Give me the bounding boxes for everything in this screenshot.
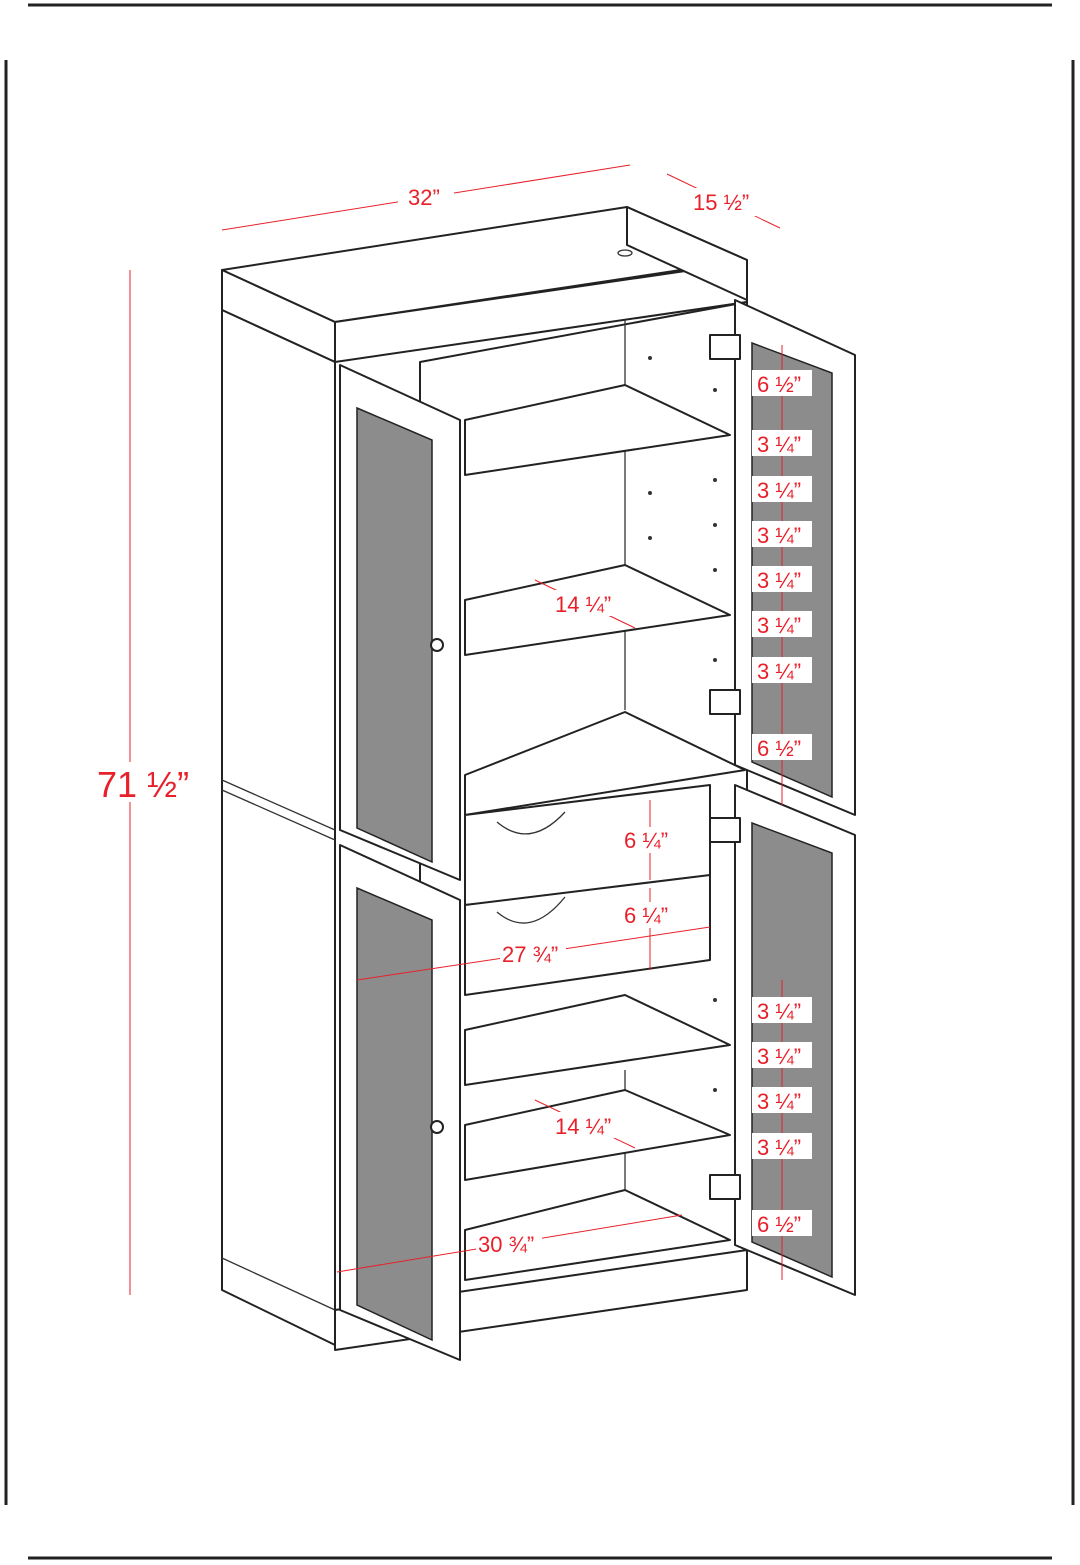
lower-shelf-depth-label: 14 ¼” bbox=[555, 1114, 611, 1139]
page-frame bbox=[4, 3, 1075, 1560]
dimension-labels: 32” 15 ½” 71 ½” 6 ½” 3 ¼” 3 ¼” 3 ¼” 3 ¼”… bbox=[95, 182, 812, 1257]
upper-shelf-depth-label: 14 ¼” bbox=[555, 592, 611, 617]
spacing-label: 6 ½” bbox=[757, 1212, 801, 1237]
spacing-label: 3 ¼” bbox=[757, 613, 801, 638]
cabinet-drawing bbox=[221, 206, 856, 1361]
spacing-label: 3 ¼” bbox=[757, 659, 801, 684]
spacing-label: 3 ¼” bbox=[757, 568, 801, 593]
height-label: 71 ½” bbox=[97, 764, 189, 805]
spacing-label: 6 ½” bbox=[757, 372, 801, 397]
spacing-label: 3 ¼” bbox=[757, 432, 801, 457]
drawer-height-label: 6 ¼” bbox=[624, 903, 668, 928]
lower-right-spacings: 3 ¼” 3 ¼” 3 ¼” 3 ¼” 6 ½” bbox=[752, 997, 812, 1237]
spacing-label: 3 ¼” bbox=[757, 999, 801, 1024]
spacing-label: 3 ¼” bbox=[757, 1135, 801, 1160]
interior-width-label: 30 ¾” bbox=[478, 1232, 534, 1257]
spacing-label: 3 ¼” bbox=[757, 1089, 801, 1114]
drawer-height-label: 6 ¼” bbox=[624, 828, 668, 853]
spacing-label: 3 ¼” bbox=[757, 523, 801, 548]
depth-label: 15 ½” bbox=[693, 190, 749, 215]
hinge-icon bbox=[709, 334, 741, 1200]
drawer-width-label: 27 ¾” bbox=[502, 942, 558, 967]
spacing-label: 6 ½” bbox=[757, 736, 801, 761]
upper-right-spacings: 6 ½” 3 ¼” 3 ¼” 3 ¼” 3 ¼” 3 ¼” 3 ¼” 6 ½” bbox=[752, 370, 812, 761]
spacing-label: 3 ¼” bbox=[757, 478, 801, 503]
width-label: 32” bbox=[408, 185, 440, 210]
spacing-label: 3 ¼” bbox=[757, 1044, 801, 1069]
